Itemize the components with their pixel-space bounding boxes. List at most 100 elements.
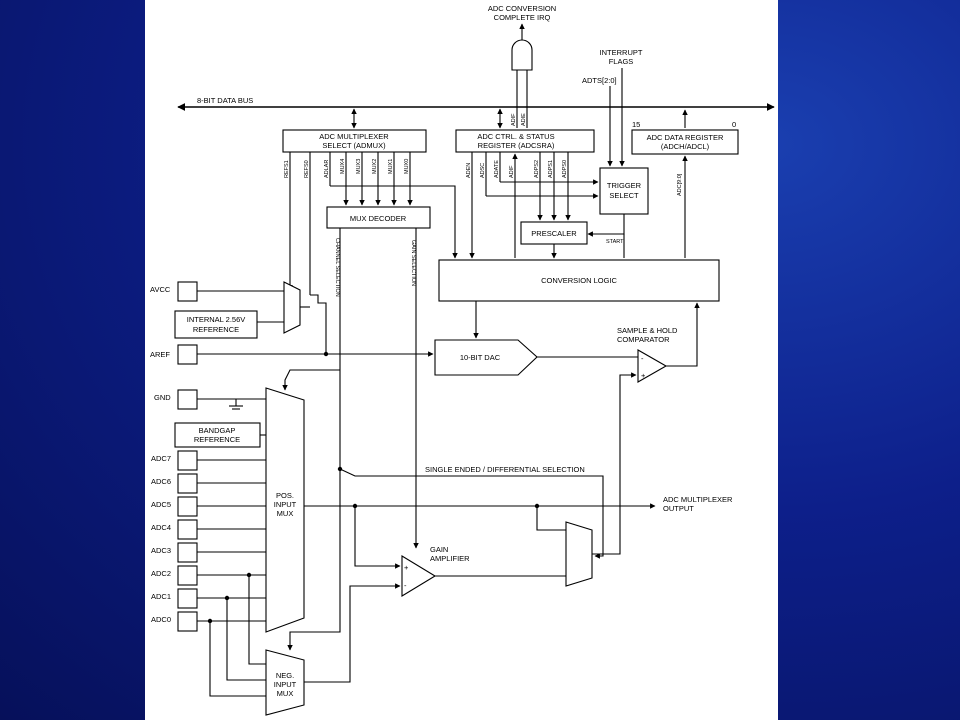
single-ended-line <box>339 468 604 559</box>
adcsra-bit-adsc: ADSC <box>480 163 486 178</box>
adc3-pin <box>177 542 198 563</box>
admux-label-line1: ADC MULTIPLEXER <box>319 132 389 141</box>
and-input-label-adif: ADIF <box>511 113 517 126</box>
admux-bit-mux4: MUX4 <box>340 159 346 174</box>
adc-data-label-line1: ADC DATA REGISTER <box>647 133 724 142</box>
adc4-pin <box>177 519 198 540</box>
gain-amp-plus: + <box>404 563 409 572</box>
interrupt-flags-line1: INTERRUPT <box>600 48 643 57</box>
start-label: START <box>606 239 624 245</box>
adcsra-bit-lines <box>469 152 571 259</box>
admux-bit-refs0: REFS0 <box>304 160 310 178</box>
channel-selection-label: CHANNEL SELECTION <box>334 238 340 297</box>
adc1-label: ADC1 <box>151 592 171 601</box>
neg-mux-line1: NEG. <box>276 671 294 680</box>
adc0-label: ADC0 <box>151 615 171 624</box>
adcsra-register <box>455 129 595 153</box>
adc6-pin <box>177 473 198 494</box>
refs0-switch <box>310 294 327 352</box>
gnd-pin <box>177 389 198 410</box>
bandgap-line1: BANDGAP <box>199 426 236 435</box>
pos-mux-line3: MUX <box>277 509 294 518</box>
adcsra-bit-adif: ADIF <box>509 165 515 178</box>
adlar-line <box>330 185 458 259</box>
avcc-pin-label: AVCC <box>150 285 171 294</box>
trigger-label-line2: SELECT <box>609 191 639 200</box>
comparator-output <box>666 302 700 367</box>
admux-bit-lines <box>287 152 413 295</box>
aref-pin-label: AREF <box>150 350 170 359</box>
irq-label-line1: ADC CONVERSION <box>488 4 556 13</box>
gnd-pin-label: GND <box>154 393 171 402</box>
se-mux-to-comparator <box>592 372 637 555</box>
pos-mux-line2: INPUT <box>274 500 297 509</box>
bandgap-line2: REFERENCE <box>194 435 240 444</box>
neg-mux-line3: MUX <box>277 689 294 698</box>
adc-data-bit15: 15 <box>632 120 640 129</box>
single-ended-label: SINGLE ENDED / DIFFERENTIAL SELECTION <box>425 465 585 474</box>
pos-to-gain <box>354 506 401 569</box>
admux-label-line2: SELECT (ADMUX) <box>322 141 386 150</box>
avcc-pin <box>177 281 198 302</box>
sample-hold-line2: COMPARATOR <box>617 335 670 344</box>
internal-ref-line2: REFERENCE <box>193 325 239 334</box>
gain-amp-line2: AMPLIFIER <box>430 554 470 563</box>
comparator-plus: + <box>641 371 646 380</box>
adc-result-label: ADC[9:0] <box>677 173 683 196</box>
interrupt-flags-line2: FLAGS <box>609 57 634 66</box>
gain-selection-label: GAIN SELECTION <box>410 240 416 286</box>
bandgap-box <box>174 422 261 448</box>
and-gate <box>511 39 533 71</box>
channel-sel-to-neg <box>287 470 341 651</box>
adc0-pin <box>177 611 198 632</box>
adc4-label: ADC4 <box>151 523 171 532</box>
adcsra-label-line1: ADC CTRL. & STATUS <box>477 132 554 141</box>
channel-sel-to-pos <box>282 369 340 391</box>
prescaler-label: PRESCALER <box>531 229 577 238</box>
adc-data-label-line2: (ADCH/ADCL) <box>661 142 710 151</box>
adc5-pin <box>177 496 198 517</box>
trigger-select <box>599 167 649 215</box>
mux-decoder-label: MUX DECODER <box>350 214 407 223</box>
conversion-logic <box>438 259 720 302</box>
admux-bit-refs1: REFS1 <box>284 160 290 178</box>
aref-junction <box>323 351 329 357</box>
admux-bit-mux2: MUX2 <box>372 159 378 174</box>
and-input-label-adie: ADIE <box>521 113 527 126</box>
admux-register <box>282 129 427 153</box>
internal-ref-box <box>174 310 258 339</box>
admux-bit-adlar: ADLAR <box>324 160 330 178</box>
admux-bit-mux1: MUX1 <box>388 159 394 174</box>
adc7-pin <box>177 450 198 471</box>
adcsra-bit-adps1: ADPS1 <box>548 160 554 178</box>
adc-data-bit0: 0 <box>732 120 736 129</box>
adts-label: ADTS[2:0] <box>582 76 617 85</box>
mux-decoder <box>326 206 431 229</box>
neg-mux-line2: INPUT <box>274 680 297 689</box>
pos-mux-line1: POS. <box>276 491 294 500</box>
adcsra-bit-adps0: ADPS0 <box>562 160 568 178</box>
irq-label-line2: COMPLETE IRQ <box>494 13 551 22</box>
admux-bit-mux0: MUX0 <box>404 159 410 174</box>
adcsra-bit-adps2: ADPS2 <box>534 160 540 178</box>
mux-output-line2: OUTPUT <box>663 504 694 513</box>
neg-mux-connections <box>207 572 266 697</box>
pos-to-se-mux <box>536 506 566 531</box>
dac-block <box>434 339 538 376</box>
mux-output-line1: ADC MULTIPLEXER <box>663 495 733 504</box>
adcsra-label-line2: REGISTER (ADCSRA) <box>478 141 555 150</box>
pos-input-mux <box>265 387 305 633</box>
gain-amp-line1: GAIN <box>430 545 448 554</box>
adc1-pin <box>177 588 198 609</box>
adc2-pin <box>177 565 198 586</box>
comparator-minus: - <box>641 354 644 363</box>
ground-symbol <box>229 399 243 410</box>
dac-label: 10-BIT DAC <box>460 353 501 362</box>
data-bus-label: 8-BIT DATA BUS <box>197 96 253 105</box>
comparator <box>637 349 668 383</box>
gain-amp-minus: - <box>404 581 407 590</box>
trigger-label-line1: TRIGGER <box>607 181 642 190</box>
admux-bit-mux3: MUX3 <box>356 159 362 174</box>
adc3-label: ADC3 <box>151 546 171 555</box>
